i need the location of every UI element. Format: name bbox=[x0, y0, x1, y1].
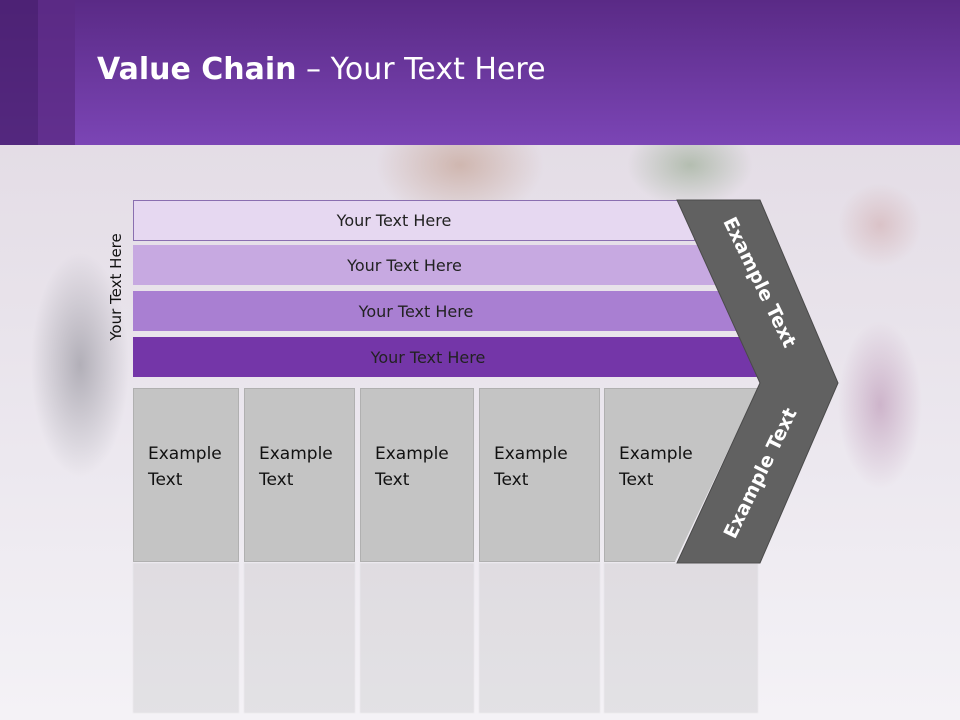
box-2-line2: Text bbox=[259, 470, 294, 490]
box-2-line1: Example bbox=[259, 444, 333, 464]
bar-1-label: Your Text Here bbox=[336, 211, 452, 230]
bar-1[interactable]: Your Text Here bbox=[133, 200, 695, 241]
reflection bbox=[130, 563, 850, 713]
example-box-3[interactable]: Example Text bbox=[360, 388, 474, 562]
box-3-line2: Text bbox=[375, 470, 410, 490]
reflection-box bbox=[133, 563, 239, 713]
reflection-box bbox=[360, 563, 474, 713]
example-box-2[interactable]: Example Text bbox=[244, 388, 355, 562]
box-3-line1: Example bbox=[375, 444, 449, 464]
bar-2-label: Your Text Here bbox=[347, 255, 462, 275]
chevron-shape bbox=[676, 199, 839, 564]
slide-title[interactable]: Value Chain – Your Text Here bbox=[97, 52, 546, 87]
bar-4-label: Your Text Here bbox=[370, 347, 486, 367]
header-accent-band bbox=[38, 0, 75, 145]
reflection-box bbox=[479, 563, 600, 713]
bar-4[interactable]: Your Text Here bbox=[133, 337, 763, 377]
reflection-box bbox=[244, 563, 355, 713]
box-5-line2: Text bbox=[619, 470, 654, 490]
header-accent-band bbox=[0, 0, 38, 145]
box-4-line1: Example bbox=[494, 444, 568, 464]
title-bar: Value Chain – Your Text Here bbox=[0, 0, 960, 145]
box-4-line2: Text bbox=[494, 470, 529, 490]
box-1-line2: Text bbox=[148, 470, 183, 490]
bar-3[interactable]: Your Text Here bbox=[133, 291, 739, 331]
reflection-box bbox=[604, 563, 758, 713]
bar-2[interactable]: Your Text Here bbox=[133, 245, 716, 285]
example-box-4[interactable]: Example Text bbox=[479, 388, 600, 562]
title-rest: – Your Text Here bbox=[296, 52, 546, 87]
box-1-line1: Example bbox=[148, 444, 222, 464]
bar-3-label: Your Text Here bbox=[358, 301, 474, 321]
title-bold: Value Chain bbox=[97, 52, 297, 87]
example-box-1[interactable]: Example Text bbox=[133, 388, 239, 562]
box-5-line1: Example bbox=[619, 444, 693, 464]
